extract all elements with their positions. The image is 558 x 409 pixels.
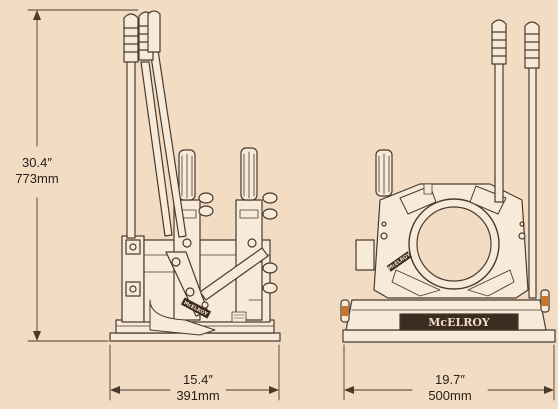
front-left-box <box>355 239 375 271</box>
height-dimension <box>27 9 139 342</box>
front-width-label: 19.7″ 500mm <box>410 372 490 404</box>
front-view-machine <box>340 19 556 343</box>
side-clamp-paddles <box>198 192 278 294</box>
front-width-dimension <box>343 344 555 401</box>
side-width-label: 15.4″ 391mm <box>160 372 236 404</box>
front-width-label-mm: 500mm <box>428 388 472 403</box>
front-small-logo <box>386 251 412 272</box>
front-width-label-in: 19.7″ <box>435 372 465 387</box>
side-logo-plate <box>180 297 212 319</box>
side-handle-posts <box>126 49 187 239</box>
side-width-label-in: 15.4″ <box>183 372 213 387</box>
height-label-mm: 773mm <box>15 171 59 186</box>
height-label: 30.4″ 773mm <box>0 155 74 187</box>
front-clamp-opening <box>416 206 492 282</box>
side-view-machine <box>109 10 281 342</box>
front-side-pistons <box>340 289 550 323</box>
height-arrow-bottom <box>33 331 41 341</box>
front-clamp-knob-left <box>375 149 393 197</box>
side-clamp-knob-right <box>240 147 258 201</box>
side-width-dimension <box>109 344 280 401</box>
side-linkage-arm <box>199 247 269 301</box>
height-label-in: 30.4″ <box>22 155 52 170</box>
height-arrow-top <box>33 10 41 20</box>
front-handle-grips <box>491 19 540 69</box>
side-width-label-mm: 391mm <box>176 388 220 403</box>
front-base-plate <box>342 329 556 343</box>
side-gauge <box>231 311 247 323</box>
side-clamp-knob-left <box>178 149 196 201</box>
side-handle-grips <box>123 10 161 63</box>
front-logo-text: McELROY <box>428 316 490 329</box>
front-logo-plate <box>399 313 519 331</box>
